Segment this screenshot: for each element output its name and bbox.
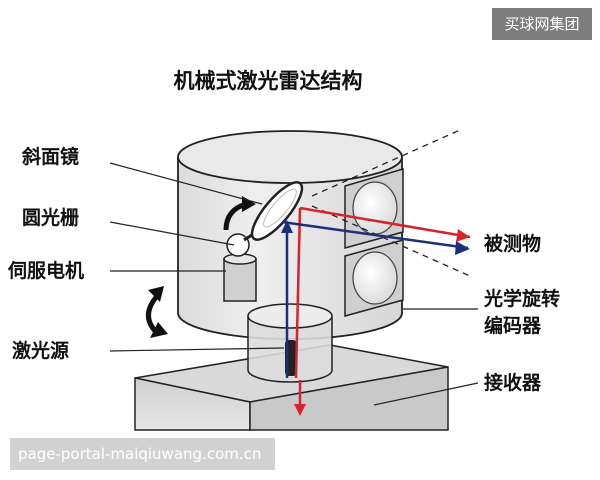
label-grating: 圆光栅 <box>22 206 79 229</box>
label-servo: 伺服电机 <box>7 259 84 282</box>
watermark-top: 买球网集团 <box>492 8 592 40</box>
diagram-title: 机械式激光雷达结构 <box>174 69 363 93</box>
label-receiver: 接收器 <box>484 371 542 394</box>
label-encoder-line2: 编码器 <box>484 314 542 337</box>
servo-motor <box>224 254 256 301</box>
inner-cylinder <box>248 304 332 382</box>
label-encoder-line1: 光学旋转 <box>483 287 560 310</box>
watermark-bottom: page-portal-maiqiuwang.com.cn <box>10 438 275 470</box>
label-target: 被测物 <box>484 232 541 255</box>
rotation-arrow-icon <box>148 286 168 338</box>
label-mirror: 斜面镜 <box>21 145 79 168</box>
label-laser: 激光源 <box>12 339 69 362</box>
